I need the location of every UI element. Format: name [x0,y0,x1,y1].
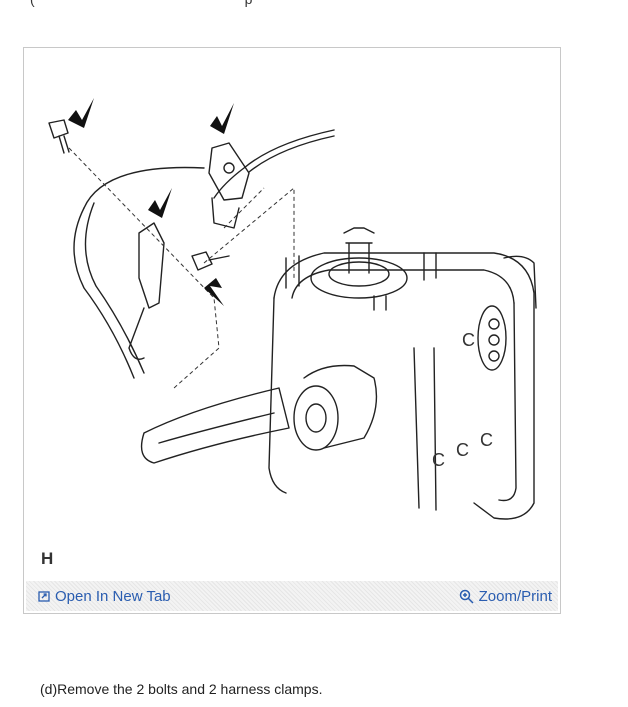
bolt-lower [191,251,230,271]
figure-letter: H [41,549,54,568]
left-cable [73,207,135,379]
callout-c: C [456,440,469,460]
step-caption: (d)Remove the 2 bolts and 2 harness clam… [40,681,323,697]
bracket-body [273,252,535,520]
open-in-new-tab-link[interactable]: Open In New Tab [38,588,171,605]
arrow-1 [68,98,94,128]
figure-toolbar: Open In New Tab Zoom/Print [26,581,558,611]
zoom-print-label: Zoom/Print [478,588,552,605]
clipped-text-left: ( [30,0,35,7]
open-new-tab-icon [38,591,50,602]
bolt-upper [48,119,70,154]
clipped-text-right: p [245,0,253,7]
upper-cable [213,129,335,199]
harness-clamp-lower [138,222,165,309]
pivot-cylinder [303,364,378,449]
open-in-new-tab-label: Open In New Tab [55,588,171,605]
figure-panel: C C C C H Open In New Tab Zoom/Print [23,47,561,614]
bracket-right [498,302,517,502]
harness-clamp-upper [208,142,250,201]
bracket-left-wall [268,297,287,494]
bracket-inner [291,269,515,304]
top-boss [310,257,408,299]
arrow-2 [210,103,234,134]
repair-diagram: C C C C [48,98,537,520]
arrow-4 [204,278,224,306]
callout-c: C [462,330,475,350]
callout-c: C [480,430,493,450]
lever-arm [140,387,290,464]
callout-c: C [432,450,445,470]
arrow-3 [148,188,172,218]
clipped-previous-step: (p [30,0,252,7]
zoom-print-link[interactable]: Zoom/Print [459,588,552,605]
connector [477,305,507,371]
bracket-side [413,347,437,511]
magnifier-plus-icon [459,589,474,604]
